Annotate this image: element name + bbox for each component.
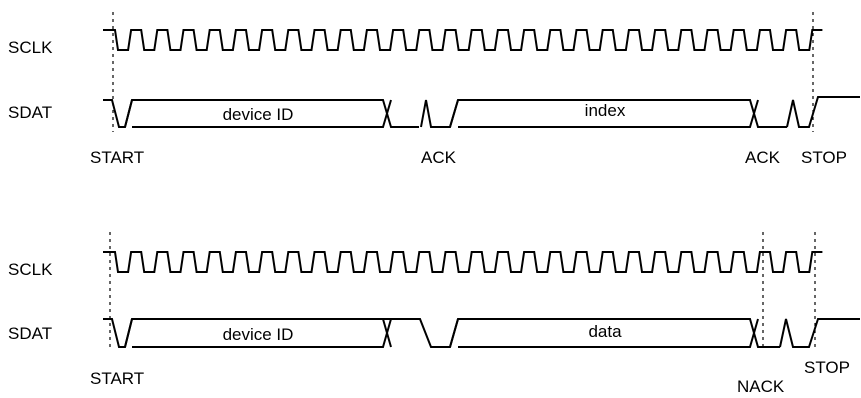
sclk-waveform [103,29,823,51]
marker-start: START [90,369,144,388]
field-index: index [585,101,626,120]
sclk-label: SCLK [8,38,53,57]
sdat-waveform [103,96,860,128]
marker-ack: ACK [421,148,457,167]
timing-diagram-1: SCLK SDAT device ID index START ACK ACK … [8,12,860,167]
sdat-label: SDAT [8,103,52,122]
sdat-label: SDAT [8,324,52,343]
sdat-bus-lower-edge [124,318,759,348]
sdat-waveform [103,318,860,348]
marker-stop: STOP [804,358,850,377]
marker-start: START [90,148,144,167]
sdat-bus-lower-edge [124,99,759,128]
field-device-id: device ID [223,325,294,344]
field-data: data [588,322,622,341]
marker-ack: ACK [745,148,781,167]
sclk-label: SCLK [8,260,53,279]
sclk-waveform [103,251,823,273]
field-device-id: device ID [223,105,294,124]
marker-stop: STOP [801,148,847,167]
marker-nack: NACK [737,377,785,396]
timing-diagram-2: SCLK SDAT device ID data START NACK STOP [8,232,860,396]
